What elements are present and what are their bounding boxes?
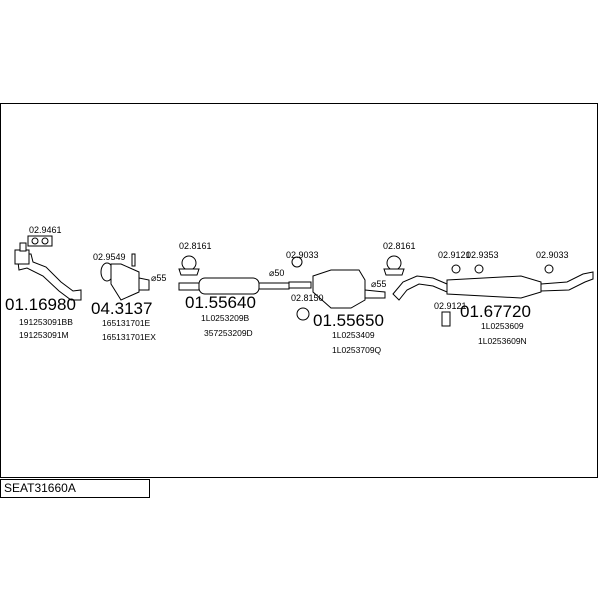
catalyst-accessory-label: 02.9549 xyxy=(93,252,126,262)
rubber-hanger-icon xyxy=(544,264,554,274)
middle-muffler-accessory-1: 02.9033 xyxy=(286,250,319,260)
catalytic-converter xyxy=(100,253,150,301)
middle-muffler-accessory-2: 02.8150 xyxy=(291,293,324,303)
middle-muffler-accessory-3: 02.8161 xyxy=(383,241,416,251)
rubber-hanger-icon xyxy=(386,255,402,271)
front-muffler-outlet-pipe xyxy=(258,282,290,290)
front-muffler-inlet-pipe xyxy=(178,282,200,291)
rear-muffler xyxy=(392,264,594,327)
front-pipe-ref-1: 191253091BB xyxy=(19,317,73,327)
rear-muffler-accessory-1: 02.9121 xyxy=(438,250,471,260)
catalyst-diameter-label: ⌀55 xyxy=(151,273,166,283)
front-muffler-part-number: 01.55640 xyxy=(185,293,256,312)
rubber-ring-icon xyxy=(296,307,310,321)
catalyst-outlet xyxy=(138,277,150,291)
rubber-hanger-icon xyxy=(181,255,197,271)
rear-muffler-body xyxy=(446,275,542,299)
front-pipe-part-number: 01.16980 xyxy=(5,295,76,314)
bolt-icon xyxy=(19,242,27,252)
gasket-hole-icon xyxy=(41,237,49,245)
rear-muffler-ref-2: 1L0253609N xyxy=(478,336,527,346)
middle-muffler xyxy=(288,255,405,321)
tailpipe xyxy=(540,271,594,292)
flange-icon xyxy=(14,249,30,265)
gasket-hole-icon xyxy=(31,237,39,245)
exhaust-diagram: 02.9461 01.16980 191253091BB 191253091M … xyxy=(5,225,594,355)
diagram-code: SEAT31660A xyxy=(0,479,150,498)
rear-muffler-accessory-2: 02.9353 xyxy=(466,250,499,260)
front-muffler-accessory-label: 02.8161 xyxy=(179,241,212,251)
mounting-clip-icon xyxy=(441,311,451,327)
middle-muffler-body xyxy=(312,269,366,309)
front-muffler-ref-2: 357253209D xyxy=(204,328,253,338)
rear-muffler-inlet-pipe xyxy=(392,275,448,301)
diagram-frame: 02.9461 01.16980 191253091BB 191253091M … xyxy=(0,103,598,478)
rubber-hanger-icon xyxy=(291,256,303,268)
catalyst-part-number: 04.3137 xyxy=(91,299,152,318)
catalyst-ref-2: 165131701EX xyxy=(102,332,156,342)
catalyst-ref-1: 165131701E xyxy=(102,318,151,328)
front-pipe-ref-2: 191253091M xyxy=(19,330,69,340)
catalyst-bracket-icon xyxy=(131,253,136,267)
front-muffler-diameter-label: ⌀50 xyxy=(269,268,284,278)
middle-muffler-diameter-label: ⌀55 xyxy=(371,279,386,289)
front-muffler xyxy=(178,255,290,295)
front-pipe-accessory-label: 02.9461 xyxy=(29,225,62,235)
rear-muffler-part-number: 01.67720 xyxy=(460,302,531,321)
rubber-hanger-icon xyxy=(451,264,461,274)
front-pipe-shape xyxy=(16,253,82,301)
hanger-base-icon xyxy=(178,268,200,276)
middle-muffler-outlet-pipe xyxy=(364,289,386,299)
rubber-hanger-icon xyxy=(474,264,484,274)
middle-muffler-part-number: 01.55650 xyxy=(313,311,384,330)
middle-muffler-ref-1: 1L0253409 xyxy=(332,330,375,340)
front-muffler-body xyxy=(198,277,260,295)
front-muffler-ref-1: 1L0253209B xyxy=(201,313,250,323)
gasket-icon xyxy=(27,235,53,247)
rear-muffler-ref-1: 1L0253609 xyxy=(481,321,524,331)
hanger-base-icon xyxy=(383,268,405,276)
rear-muffler-accessory-3: 02.9033 xyxy=(536,250,569,260)
middle-muffler-inlet-pipe xyxy=(288,281,312,289)
rear-muffler-accessory-4: 02.9121 xyxy=(434,301,467,311)
catalyst-body xyxy=(110,263,140,301)
front-pipe xyxy=(14,235,82,301)
middle-muffler-ref-2: 1L0253709Q xyxy=(332,345,382,355)
